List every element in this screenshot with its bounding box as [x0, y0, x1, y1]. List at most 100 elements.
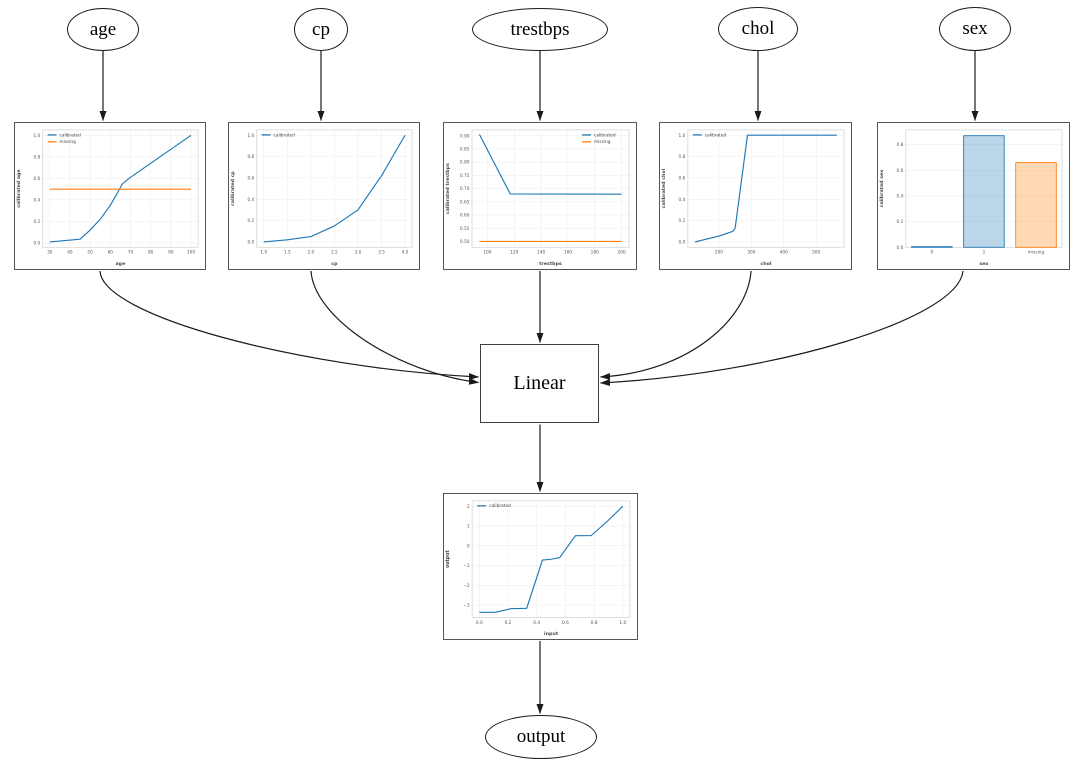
- y-tick-label: 0.2: [897, 219, 904, 225]
- x-tick-label: 400: [780, 250, 788, 256]
- y-axis-label: calibrated chol: [661, 168, 667, 208]
- y-tick-label: 0.6: [33, 176, 40, 181]
- bar: [1015, 162, 1057, 248]
- legend-label: calibrated: [705, 132, 727, 138]
- x-tick-label: 30: [47, 250, 53, 255]
- y-tick-label: 0.65: [460, 199, 470, 205]
- x-tick-label: 500: [812, 250, 820, 256]
- calibrated-line: [694, 134, 837, 243]
- x-tick-label: 0.6: [562, 620, 569, 626]
- y-tick-label: 0.85: [460, 147, 470, 153]
- edge-chol-calibrator-to-linear: [600, 270, 752, 380]
- legend-label: missing: [60, 139, 77, 144]
- x-tick-label: 0.0: [476, 620, 483, 626]
- chart-background: [660, 123, 851, 269]
- x-tick-label: 180: [591, 250, 599, 256]
- x-tick-label: 0.8: [591, 620, 598, 626]
- y-tick-label: 0.2: [33, 219, 40, 224]
- y-tick-label: 0.0: [33, 241, 40, 246]
- x-tick-label: 1.5: [284, 250, 291, 255]
- input-node-sex-label: sex: [962, 18, 988, 39]
- y-tick-label: 0.80: [460, 160, 470, 166]
- x-tick-label: 100: [187, 250, 195, 255]
- y-tick-label: 0.2: [247, 218, 254, 223]
- y-axis-label: calibrated sex: [879, 170, 885, 208]
- x-axis-label: chol: [760, 261, 772, 267]
- y-tick-label: 1.0: [679, 133, 686, 139]
- output-node: output: [485, 715, 597, 759]
- x-tick-label: 50: [87, 250, 93, 255]
- x-tick-label: 40: [67, 250, 73, 255]
- y-tick-label: 0: [467, 543, 470, 549]
- x-axis-label: sex: [979, 262, 988, 267]
- chart-background: [229, 123, 419, 269]
- x-tick-label: 1.0: [260, 250, 267, 255]
- linear-combiner-node: Linear: [480, 344, 599, 423]
- x-axis-label: trestbps: [539, 261, 562, 267]
- y-tick-label: 0.90: [460, 133, 470, 139]
- y-tick-label: 0.8: [247, 154, 254, 159]
- y-axis-label: output: [445, 550, 451, 568]
- linear-combiner-label: Linear: [513, 372, 566, 394]
- x-tick-label: 4.0: [402, 250, 409, 255]
- legend-label: calibrated: [274, 132, 296, 137]
- legend-label: missing: [594, 139, 611, 145]
- bar: [911, 246, 953, 248]
- calibrated-line: [479, 505, 624, 613]
- x-tick-label: 0.2: [505, 620, 512, 626]
- input-node-cp: cp: [294, 8, 348, 51]
- y-axis-label: calibrated trestbps: [445, 163, 451, 214]
- y-tick-label: −2: [463, 583, 470, 589]
- input-node-chol: chol: [718, 7, 798, 51]
- y-tick-label: 1.0: [33, 133, 40, 138]
- legend-label: calibrated: [489, 503, 511, 509]
- calibrated-line: [478, 134, 622, 195]
- x-tick-label: 300: [747, 250, 755, 256]
- x-axis-label: input: [544, 631, 559, 637]
- y-tick-label: 0.4: [897, 194, 904, 200]
- input-node-age: age: [67, 8, 139, 51]
- x-axis-label: age: [115, 262, 125, 267]
- y-tick-label: 0.75: [460, 173, 470, 179]
- input-node-chol-label: chol: [741, 18, 775, 39]
- y-tick-label: 0.6: [247, 176, 254, 181]
- y-tick-label: 0.0: [897, 245, 904, 251]
- x-axis-label: cp: [331, 262, 338, 267]
- y-tick-label: 0.50: [460, 239, 470, 245]
- y-axis-label: calibrated cp: [230, 171, 236, 206]
- x-tick-label: 80: [148, 250, 154, 255]
- x-tick-label: 120: [510, 250, 518, 256]
- input-node-trestbps-label: trestbps: [510, 18, 570, 40]
- y-tick-label: −1: [463, 563, 470, 569]
- x-tick-label: 2.5: [331, 250, 338, 255]
- y-tick-label: 0.2: [679, 218, 686, 224]
- x-tick-label: 3.5: [378, 250, 385, 255]
- x-tick-label: 2.0: [307, 250, 314, 255]
- x-tick-label: 60: [108, 250, 114, 255]
- x-tick-label: 3.0: [355, 250, 362, 255]
- x-tick-label: missing: [1028, 250, 1045, 256]
- input-node-age-label: age: [89, 18, 117, 40]
- y-tick-label: 0.8: [33, 154, 40, 159]
- calibrated-line: [263, 134, 406, 243]
- input-node-cp-label: cp: [312, 18, 330, 40]
- edge-cp-calibrator-to-linear: [310, 270, 479, 385]
- axes-frame: [471, 500, 631, 618]
- x-tick-label: 1: [983, 250, 986, 256]
- legend-label: calibrated: [60, 132, 82, 137]
- input-node-trestbps: trestbps: [472, 8, 608, 51]
- output-node-label: output: [516, 726, 566, 747]
- axes-frame: [471, 129, 630, 248]
- y-tick-label: 0.70: [460, 186, 470, 192]
